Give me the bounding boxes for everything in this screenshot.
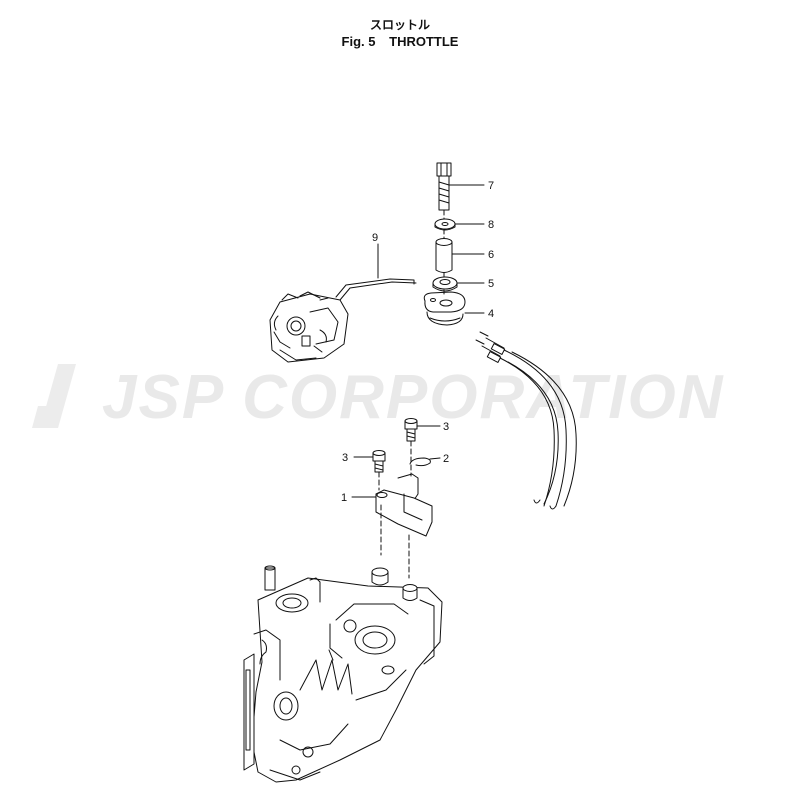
carburetor: [269, 291, 349, 363]
part-1-bracket: [351, 473, 433, 537]
part-3-bolt-left: [353, 450, 386, 473]
watermark-logo-icon: [32, 364, 76, 428]
engine-block: [243, 565, 443, 783]
part-5-bushing: [432, 276, 485, 292]
callout-2: 2: [443, 453, 449, 465]
part-6-collar: [435, 238, 485, 273]
callout-3-left: 3: [342, 452, 348, 464]
callout-8: 8: [488, 219, 494, 231]
callout-3-upper: 3: [443, 421, 449, 433]
part-9-link-rod: [335, 243, 417, 301]
misc-leader: [328, 649, 334, 661]
part-8-washer: [434, 218, 485, 231]
part-3-bolt-upper: [404, 418, 441, 442]
part-7-bolt: [436, 162, 485, 211]
callout-5: 5: [488, 278, 494, 290]
figure-name: THROTTLE: [389, 34, 459, 49]
diagram-title-japanese: スロットル: [369, 18, 430, 32]
callout-labels: 7 8 6 5 4 9 3 3 2 1: [341, 180, 494, 504]
figure-number: Fig. 5: [341, 34, 376, 49]
throttle-cables: [475, 331, 577, 510]
callout-1: 1: [341, 492, 347, 504]
callout-6: 6: [488, 249, 494, 261]
diagram-title: Fig. 5 THROTTLE: [0, 34, 800, 49]
assembly-center-lines: [378, 209, 445, 579]
callout-9: 9: [372, 232, 378, 244]
callout-7: 7: [488, 180, 494, 192]
callout-4: 4: [488, 308, 494, 320]
part-2-clip: [409, 457, 441, 467]
part-4-throttle-drum: [423, 291, 485, 326]
